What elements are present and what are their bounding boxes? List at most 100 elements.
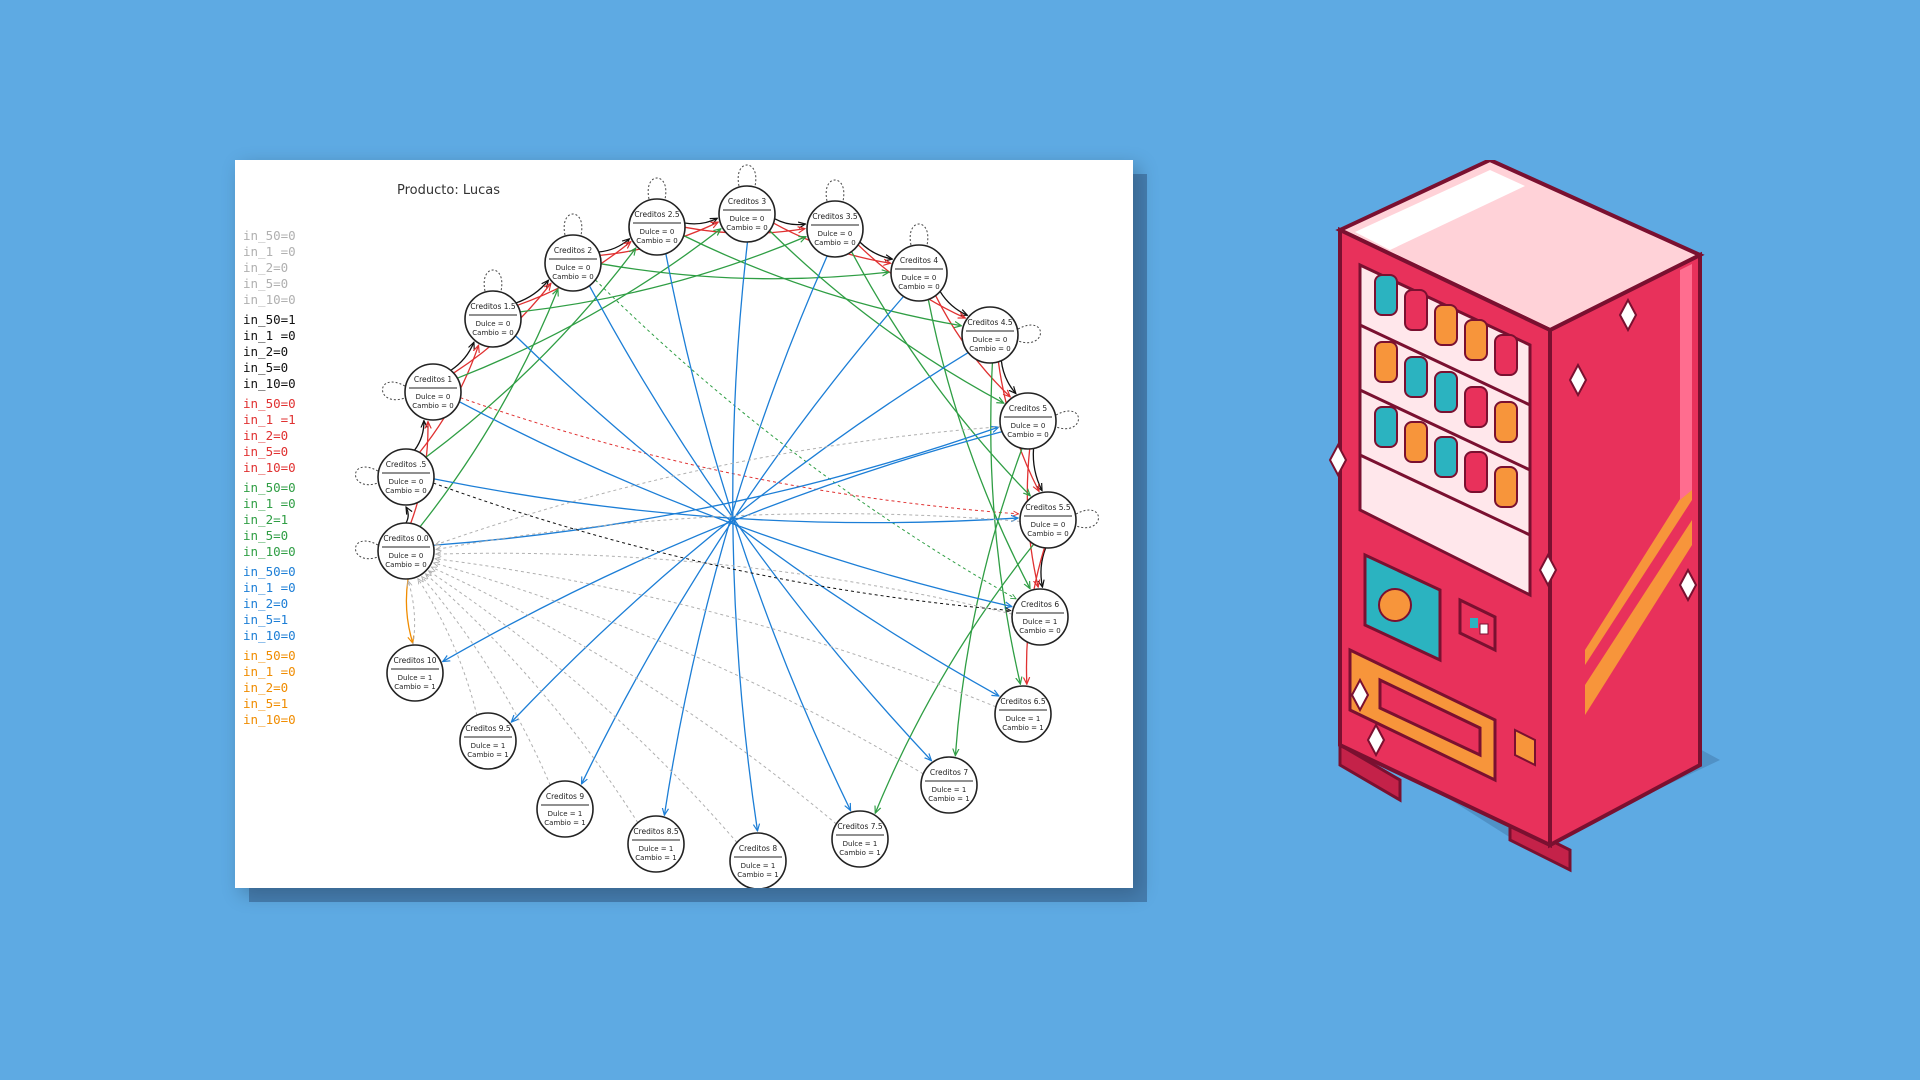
state-line1: Dulce = 0 — [1031, 521, 1066, 529]
sparkle-icon — [1538, 552, 1558, 588]
self-loop-arrow — [483, 269, 503, 292]
state-line1: Dulce = 1 — [398, 674, 433, 682]
legend-line: in_5=0 — [243, 528, 288, 543]
state-line2: Cambio = 1 — [467, 751, 508, 759]
state-line1: Dulce = 0 — [416, 393, 451, 401]
state-line2: Cambio = 0 — [472, 329, 513, 337]
state-title: Creditos 8 — [739, 844, 777, 853]
legend-line: in_10=0 — [243, 628, 296, 643]
transition-arrow — [433, 482, 1010, 610]
state-line1: Dulce = 0 — [730, 215, 765, 223]
self-loop-arrow — [355, 466, 379, 486]
state-line2: Cambio = 0 — [385, 487, 426, 495]
state-title: Creditos 5.5 — [1025, 503, 1071, 512]
state-line2: Cambio = 0 — [814, 239, 855, 247]
state-line2: Cambio = 0 — [726, 224, 767, 232]
state-line2: Cambio = 1 — [394, 683, 435, 691]
state-line1: Dulce = 0 — [640, 228, 675, 236]
self-loop-arrow — [1055, 410, 1079, 430]
transition-arrow — [520, 237, 806, 313]
legend-line: in_2=1 — [243, 512, 288, 527]
transition-arrow — [429, 571, 738, 843]
self-loop-arrow — [563, 213, 583, 236]
legend: in_50=0in_1 =0in_2=0in_5=0in_10=0in_50=1… — [243, 228, 296, 727]
transition-arrow — [405, 578, 412, 643]
self-loop-arrow — [355, 540, 379, 560]
state-line2: Cambio = 0 — [1019, 627, 1060, 635]
transition-arrow — [732, 241, 758, 831]
transition-arrow — [594, 279, 1016, 599]
self-loop-arrow — [737, 164, 757, 187]
legend-line: in_10=0 — [243, 460, 296, 475]
state-line1: Dulce = 0 — [973, 336, 1008, 344]
transition-arrow — [850, 251, 1031, 496]
state-line2: Cambio = 0 — [969, 345, 1010, 353]
state-line2: Cambio = 1 — [544, 819, 585, 827]
transition-arrow — [774, 218, 806, 225]
sparkle-icon — [1678, 567, 1698, 603]
state-title: Creditos 4 — [900, 256, 938, 265]
transition-arrow — [422, 577, 551, 786]
transition-arrow — [664, 255, 828, 815]
sparkle-icon — [1618, 297, 1638, 333]
legend-line: in_5=0 — [243, 444, 288, 459]
state-title: Creditos 9.5 — [465, 724, 511, 733]
state-line1: Dulce = 0 — [389, 478, 424, 486]
transition-arrow — [588, 285, 931, 761]
legend-line: in_1 =1 — [243, 412, 296, 427]
legend-line: in_5=0 — [243, 360, 288, 375]
self-loop-arrow — [909, 223, 929, 246]
state-line1: Dulce = 0 — [818, 230, 853, 238]
state-line2: Cambio = 1 — [1002, 724, 1043, 732]
legend-line: in_5=1 — [243, 612, 288, 627]
diagram-title: Producto: Lucas — [397, 183, 500, 198]
legend-line: in_5=0 — [243, 276, 288, 291]
legend-line: in_1 =0 — [243, 244, 296, 259]
state-line2: Cambio = 1 — [839, 849, 880, 857]
legend-line: in_1 =0 — [243, 496, 296, 511]
state-line2: Cambio = 0 — [1027, 530, 1068, 538]
state-title: Creditos 4.5 — [967, 318, 1013, 327]
transition-arrow — [514, 335, 998, 696]
transitions — [355, 164, 1099, 843]
self-loop-arrow — [1017, 324, 1041, 344]
transition-arrow — [406, 507, 408, 524]
legend-line: in_50=0 — [243, 564, 296, 579]
transition-arrow — [433, 478, 1018, 524]
transition-arrow — [955, 448, 1023, 755]
state-line2: Cambio = 0 — [636, 237, 677, 245]
self-loop-arrow — [825, 179, 845, 202]
state-title: Creditos 10 — [394, 656, 437, 665]
sparkle-icon — [1568, 362, 1588, 398]
state-title: Creditos .5 — [386, 460, 427, 469]
state-title: Creditos 3.5 — [812, 212, 858, 221]
transition-arrow — [684, 218, 718, 224]
transition-arrow — [419, 289, 558, 528]
self-loop-arrow — [382, 381, 406, 401]
state-title: Creditos 6 — [1021, 600, 1059, 609]
legend-line: in_2=0 — [243, 344, 288, 359]
legend-line: in_2=0 — [243, 680, 288, 695]
self-loop-arrow — [647, 177, 667, 200]
legend-line: in_10=0 — [243, 712, 296, 727]
transition-arrow — [435, 559, 997, 708]
transition-arrow — [431, 567, 837, 825]
self-loop-arrow — [1075, 509, 1099, 529]
state-line1: Dulce = 1 — [741, 862, 776, 870]
transition-arrow — [435, 426, 1001, 545]
state-title: Creditos 5 — [1009, 404, 1047, 413]
legend-line: in_50=0 — [243, 648, 296, 663]
